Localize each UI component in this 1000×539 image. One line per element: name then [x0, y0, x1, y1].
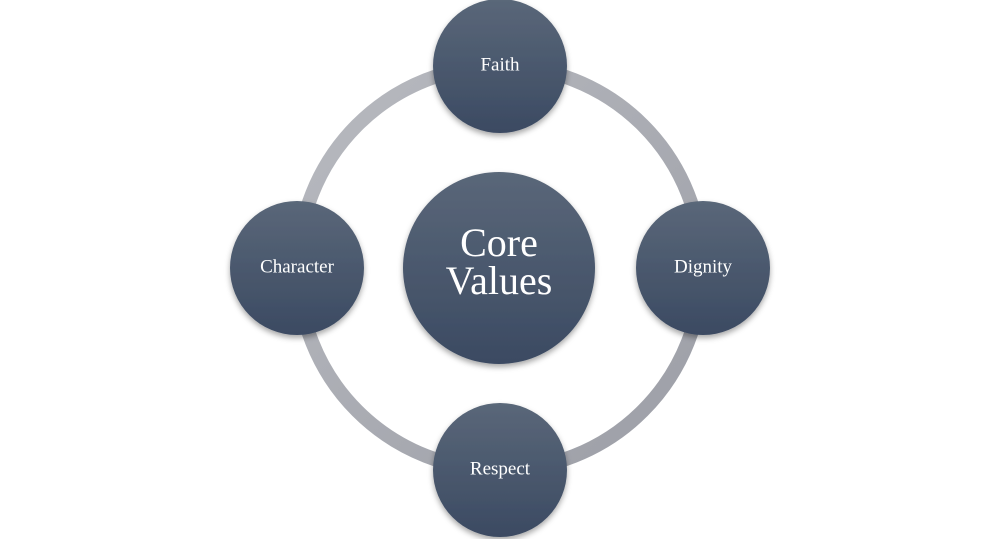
node-character-label: Character: [260, 256, 335, 277]
center-circle: [403, 172, 595, 364]
center-label-line1: Core: [460, 220, 538, 265]
node-dignity-circle: [636, 201, 770, 335]
node-dignity: Dignity: [636, 201, 770, 335]
node-core-values: Core Values: [403, 172, 595, 364]
node-respect-label: Respect: [470, 458, 531, 479]
node-faith-circle: [433, 0, 567, 133]
node-respect: Respect: [433, 403, 567, 537]
node-faith: Faith: [433, 0, 567, 133]
node-respect-circle: [433, 403, 567, 537]
node-dignity-label: Dignity: [674, 256, 733, 277]
center-label-line2: Values: [446, 258, 553, 303]
node-character: Character: [230, 201, 364, 335]
node-character-circle: [230, 201, 364, 335]
node-faith-label: Faith: [480, 54, 520, 75]
